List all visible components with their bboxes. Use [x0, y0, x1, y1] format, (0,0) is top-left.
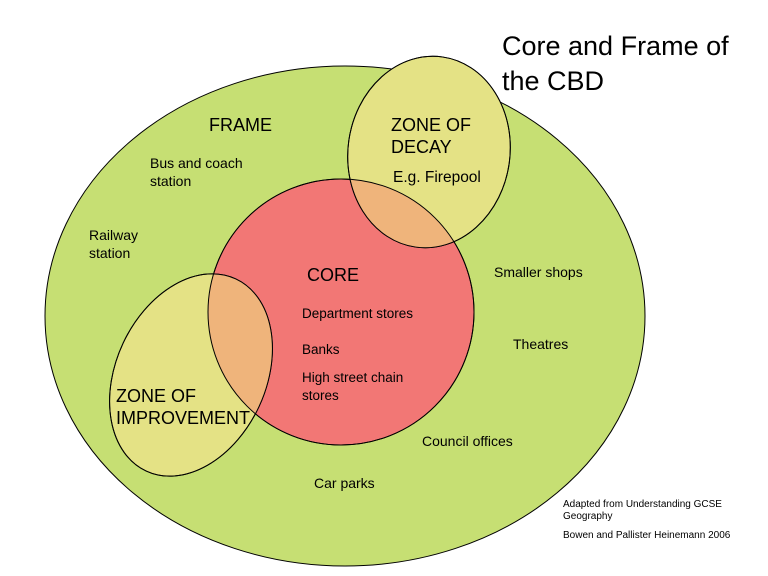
high-street-stores-label-line1: High street chain [302, 370, 404, 385]
source-line1: Adapted from Understanding GCSE [563, 499, 722, 510]
zone-of-decay-label-line2: DECAY [391, 137, 452, 157]
diagram-title-line2: the CBD [502, 66, 605, 96]
zone-of-decay-label-line1: ZONE OF [391, 115, 471, 135]
council-offices-label: Council offices [422, 433, 513, 449]
diagram-title-line1: Core and Frame of [502, 31, 729, 61]
banks-label: Banks [302, 342, 340, 357]
high-street-stores-label-line2: stores [302, 388, 339, 403]
theatres-label: Theatres [513, 336, 569, 352]
zone-of-decay-example: E.g. Firepool [393, 169, 481, 186]
zone-of-improvement-label-line1: ZONE OF [116, 386, 196, 406]
department-stores-label: Department stores [302, 306, 414, 321]
car-parks-label: Car parks [314, 475, 375, 491]
zone-of-improvement-label-line2: IMPROVEMENT [116, 408, 251, 428]
bus-station-label-line1: Bus and coach [150, 155, 243, 171]
source-line2: Geography [563, 511, 613, 522]
frame-label: FRAME [209, 115, 272, 135]
core-label: CORE [307, 265, 360, 285]
smaller-shops-label: Smaller shops [494, 264, 583, 280]
railway-station-label-line2: station [89, 245, 131, 261]
railway-station-label-line1: Railway [89, 227, 139, 243]
source-line3: Bowen and Pallister Heinemann 2006 [563, 530, 731, 541]
bus-station-label-line2: station [150, 173, 192, 189]
